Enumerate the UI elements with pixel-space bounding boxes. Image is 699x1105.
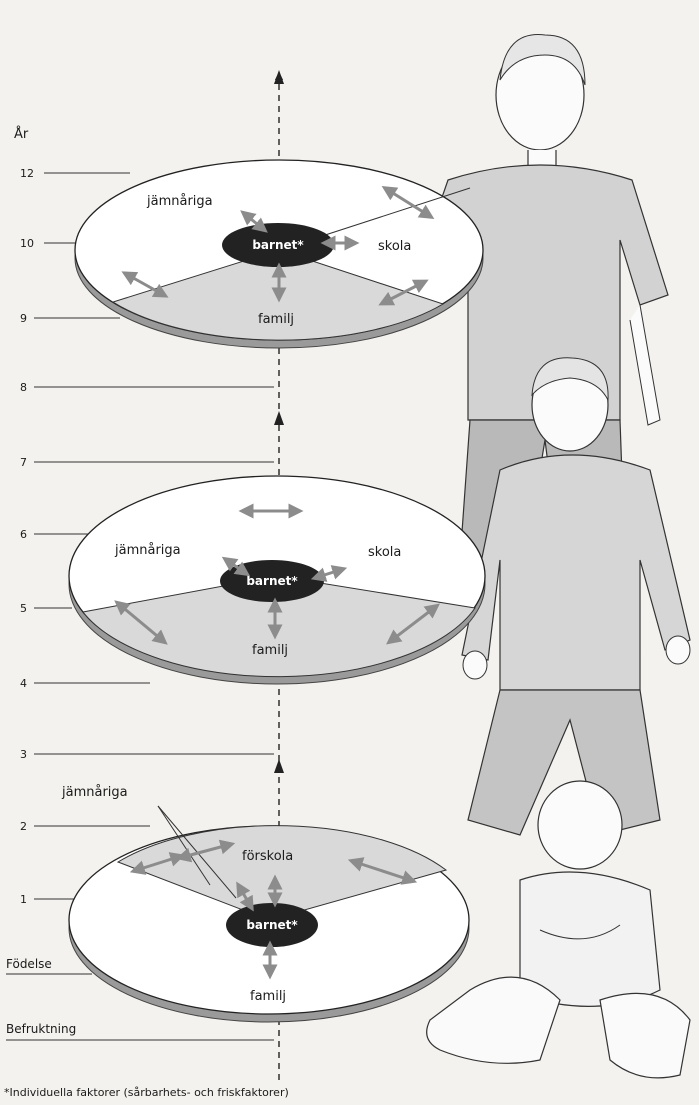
tick-label: Födelse <box>6 957 52 971</box>
sector-label-preschool: förskola <box>242 849 293 864</box>
tick-label: 7 <box>20 456 27 469</box>
center-label: barnet* <box>252 238 304 252</box>
tick-label: 4 <box>20 677 27 690</box>
tick-label: 9 <box>20 312 27 325</box>
sector-label-school: skola <box>368 545 401 560</box>
sector-label-peers: jämnåriga <box>146 194 213 209</box>
influence-arrows <box>121 186 435 306</box>
footnote: *Individuella faktorer (sårbarhets- och … <box>4 1086 289 1099</box>
sector-label-peers: jämnåriga <box>114 543 181 558</box>
tick-label: 5 <box>20 602 27 615</box>
tick-label: 1 <box>20 893 27 906</box>
center-label: barnet* <box>246 918 298 932</box>
baby-figure-illustration <box>426 780 691 1079</box>
center-label: barnet* <box>246 574 298 588</box>
tick-label: 8 <box>20 381 27 394</box>
influence-arrows <box>114 503 440 645</box>
disc-age-1: barnet* jämnåriga förskola familj <box>61 785 470 1023</box>
axis-arrowhead-mid1 <box>274 411 284 425</box>
tick-label: 10 <box>20 237 34 250</box>
sector-label-school: skola <box>378 239 411 254</box>
center-oval <box>226 903 318 947</box>
axis-title: År <box>14 126 29 142</box>
sector-label-family: familj <box>252 643 288 658</box>
disc-age-10: barnet* jämnåriga skola familj <box>74 159 484 349</box>
sector-label-peers: jämnåriga <box>61 785 128 800</box>
center-oval <box>222 223 334 267</box>
influence-arrows <box>129 839 418 980</box>
disc-age-5: barnet* jämnåriga skola familj <box>68 475 486 685</box>
tick-label: 12 <box>20 167 34 180</box>
sector-label-family: familj <box>250 989 286 1004</box>
tick-label: Befruktning <box>6 1022 76 1036</box>
axis-arrowhead-mid2 <box>274 759 284 773</box>
axis-arrowhead-top <box>274 70 284 84</box>
tick-label: 2 <box>20 820 27 833</box>
tick-label: 3 <box>20 748 27 761</box>
age-axis: År 12 10 9 8 7 6 5 4 3 2 1 Födelse Befru… <box>6 126 274 1041</box>
sector-label-family: familj <box>258 312 294 327</box>
tick-label: 6 <box>20 528 27 541</box>
